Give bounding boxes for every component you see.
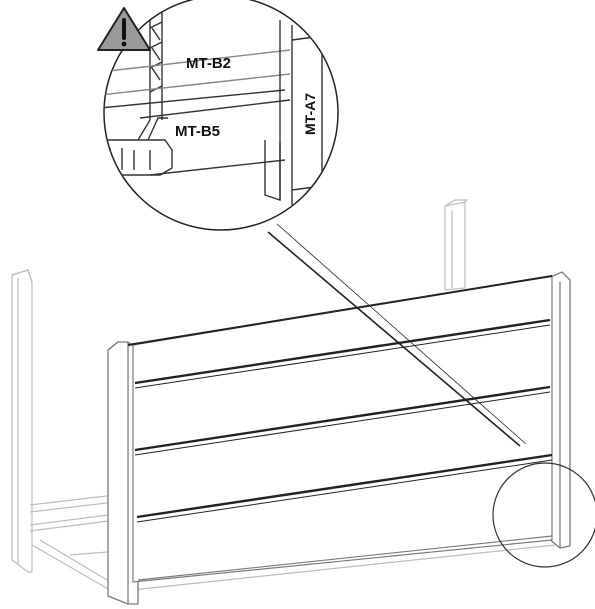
label-mt-a7: MT-A7	[302, 93, 318, 135]
detail-target-circle	[492, 462, 595, 568]
front-left-post	[107, 341, 139, 605]
callout-leader	[267, 223, 527, 447]
label-mt-b2: MT-B2	[186, 55, 231, 72]
label-mt-b5: MT-B5	[175, 123, 220, 140]
warning-triangle-icon	[97, 7, 151, 51]
detail-magnifier: MT-B2 MT-B5 MT-A7	[103, 0, 339, 231]
front-boards	[127, 275, 553, 583]
